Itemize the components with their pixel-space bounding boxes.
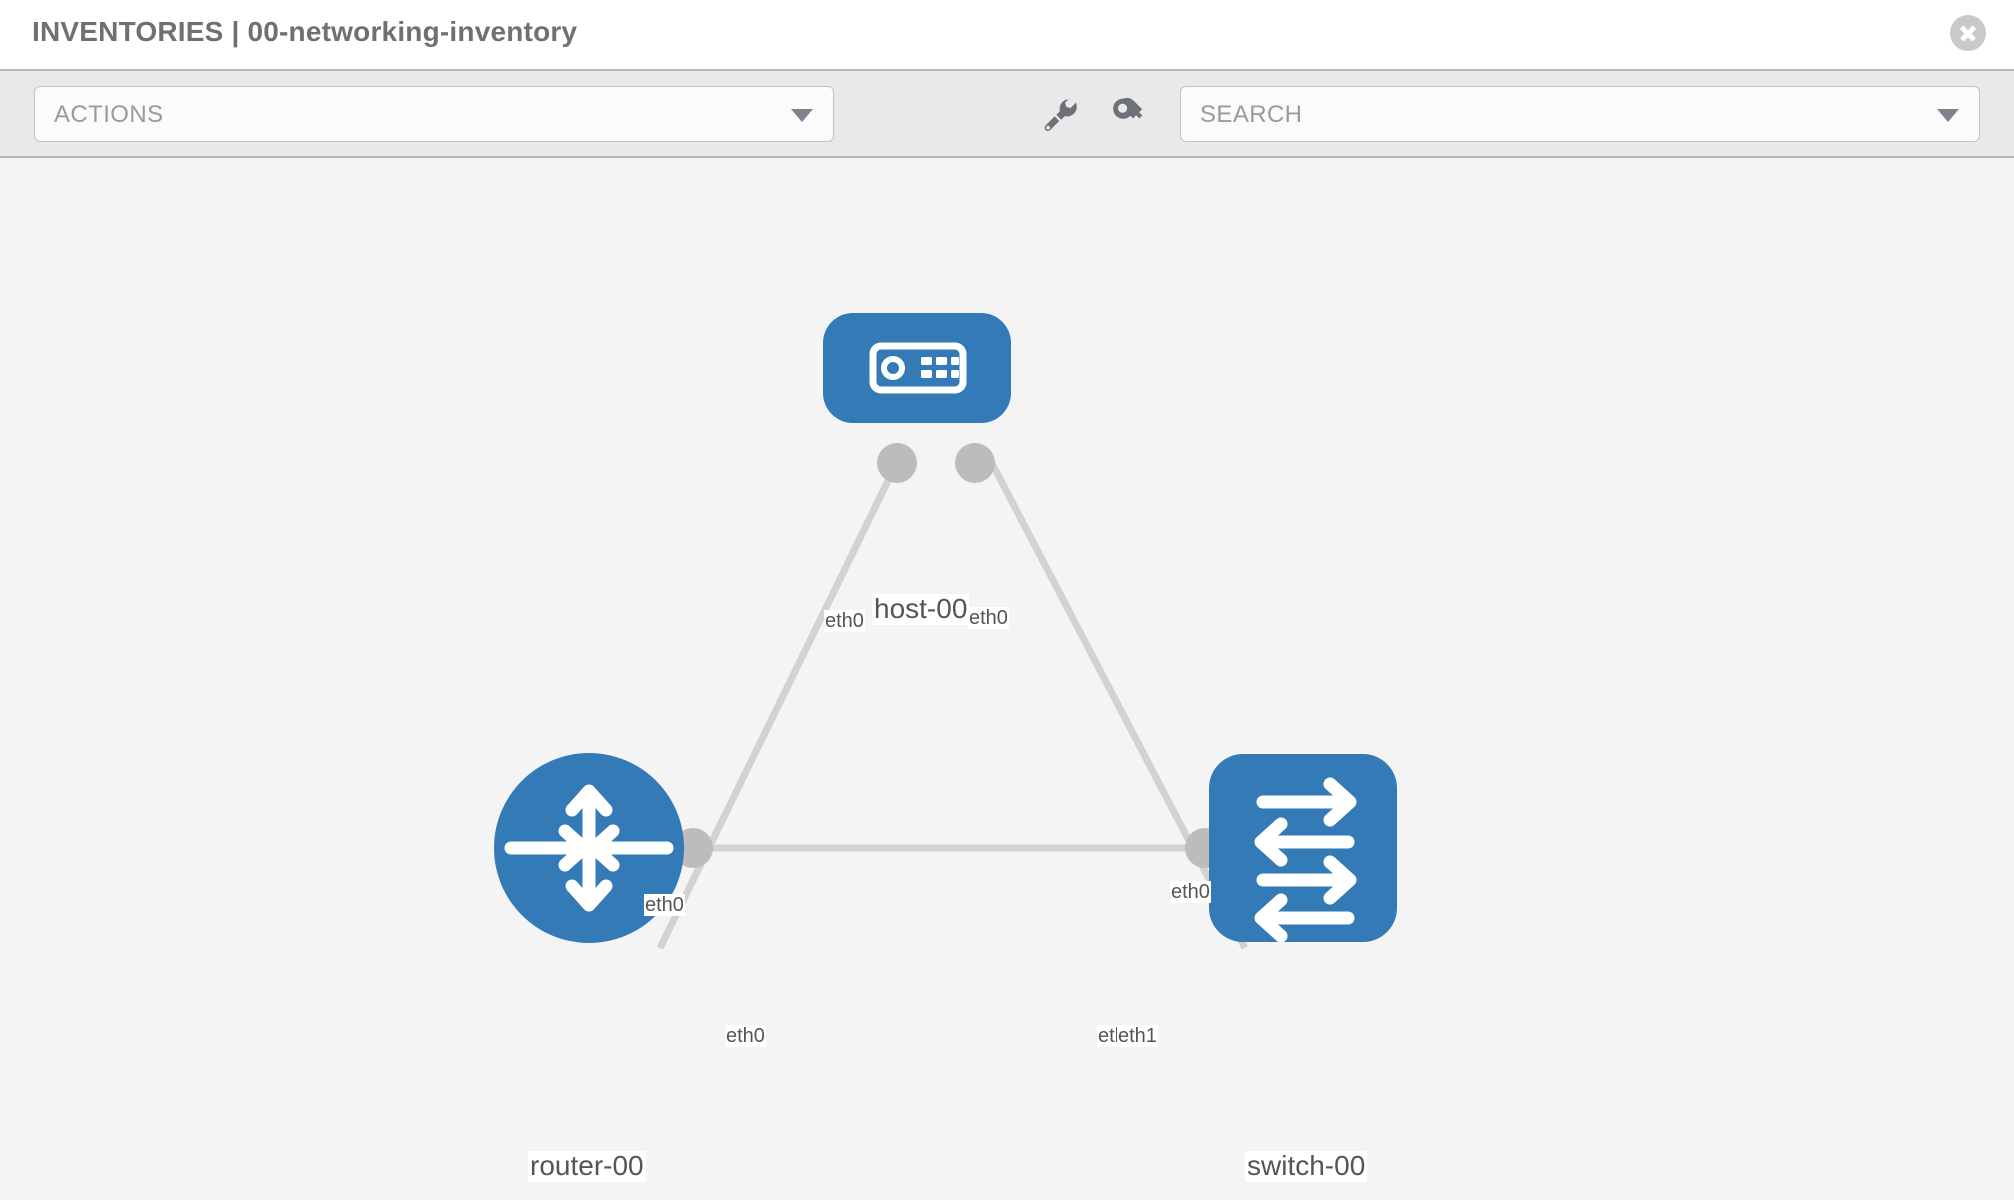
page-title: INVENTORIES | 00-networking-inventory [32,16,578,47]
chevron-down-icon [1937,109,1959,122]
toolbar: ACTIONS SEARCH [0,69,2014,158]
search-input[interactable]: SEARCH [1180,86,1980,142]
node-switch-00[interactable] [1209,754,1397,943]
edge-label-switch-host-target: eth0 [1170,881,1211,903]
edge-label-router-switch-source: eth0 [725,1025,766,1047]
node-label-router-00: router-00 [528,1150,646,1182]
connector-host-left [877,443,917,483]
actions-dropdown[interactable]: ACTIONS [34,86,834,142]
search-placeholder: SEARCH [1200,101,1303,128]
node-label-host-00: host-00 [872,593,970,625]
node-router-00[interactable] [494,753,684,943]
topology-graph [494,313,1397,950]
topology-connectors [673,443,1267,868]
topology-links [656,448,1249,950]
edge-label-host-switch-source: eth0 [968,607,1009,629]
page-header: INVENTORIES | 00-networking-inventory [0,0,2014,69]
node-host-00[interactable] [823,313,1011,423]
edge-label-router-host-target: eth0 [644,894,685,916]
topology-canvas[interactable]: host-00 router-00 switch-00 eth0 eth0 et… [0,158,2014,1200]
edge-label-router-switch-target-eth1: eth1 [1117,1025,1158,1047]
wrench-icon[interactable] [1039,93,1081,135]
link-host-switch [981,448,1249,950]
close-icon[interactable] [1950,15,1986,51]
connector-host-right [955,443,995,483]
key-icon[interactable] [1108,93,1150,135]
actions-dropdown-label: ACTIONS [54,101,164,128]
chevron-down-icon [791,109,813,122]
edge-label-host-router-source: eth0 [824,610,865,632]
link-host-router [656,448,907,950]
node-label-switch-00: switch-00 [1245,1150,1368,1182]
